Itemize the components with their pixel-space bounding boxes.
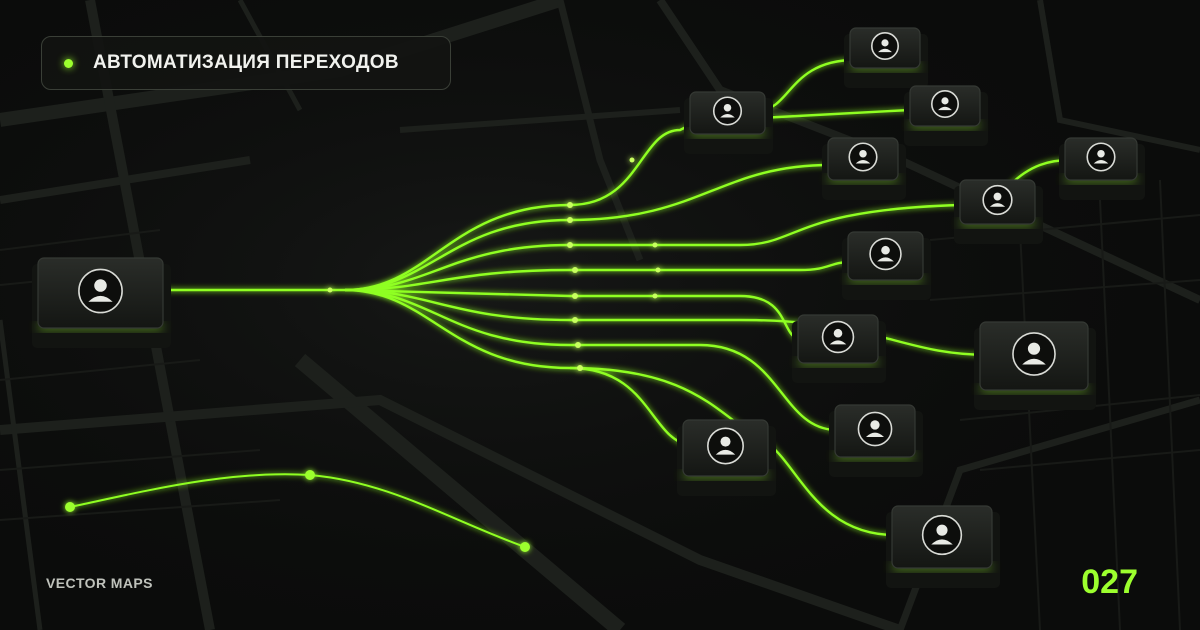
node-1 — [844, 27, 928, 88]
node-10 — [829, 404, 923, 477]
user-icon — [921, 514, 963, 556]
line-to-node-2 — [344, 118, 701, 292]
user-icon — [848, 142, 878, 172]
user-icon — [78, 268, 123, 314]
user-icon — [930, 90, 959, 119]
decorative-curve — [65, 470, 530, 552]
line-to-node-6 — [344, 203, 961, 292]
user-icon — [1012, 332, 1056, 376]
issue-number: 027 — [1081, 563, 1138, 601]
node-5 — [1059, 137, 1145, 200]
node-4 — [904, 85, 988, 146]
node-2 — [684, 91, 773, 154]
line-to-node-10 — [344, 288, 836, 432]
line-to-node-7 — [344, 260, 851, 292]
line-dots — [327, 157, 661, 371]
title-badge: АВТОМАТИЗАЦИЯ ПЕРЕХОДОВ — [41, 36, 451, 90]
page-title: АВТОМАТИЗАЦИЯ ПЕРЕХОДОВ — [93, 52, 399, 73]
user-icon — [869, 237, 902, 271]
node-12 — [886, 505, 1000, 588]
line-to-node-11 — [344, 288, 691, 447]
line-to-node-9 — [344, 288, 991, 357]
user-icon — [1086, 142, 1116, 172]
node-3 — [822, 137, 906, 200]
user-icon — [707, 427, 744, 465]
curve-point-1 — [65, 502, 75, 512]
curve-point-2 — [305, 470, 315, 480]
curve-point-3 — [520, 542, 530, 552]
line-node-2-to-4 — [759, 108, 911, 120]
node-8 — [792, 314, 886, 383]
node-11 — [677, 419, 776, 496]
user-icon — [870, 31, 899, 60]
user-icon — [857, 411, 893, 447]
network-nodes — [32, 27, 1145, 588]
node-6 — [954, 179, 1043, 244]
user-icon — [821, 320, 855, 354]
node-7 — [842, 231, 931, 300]
node-9 — [974, 321, 1096, 410]
user-icon — [712, 96, 743, 126]
user-icon — [982, 184, 1013, 216]
source-node — [32, 257, 171, 348]
brand-label: VECTOR MAPS — [46, 575, 153, 591]
status-dot — [64, 58, 73, 68]
